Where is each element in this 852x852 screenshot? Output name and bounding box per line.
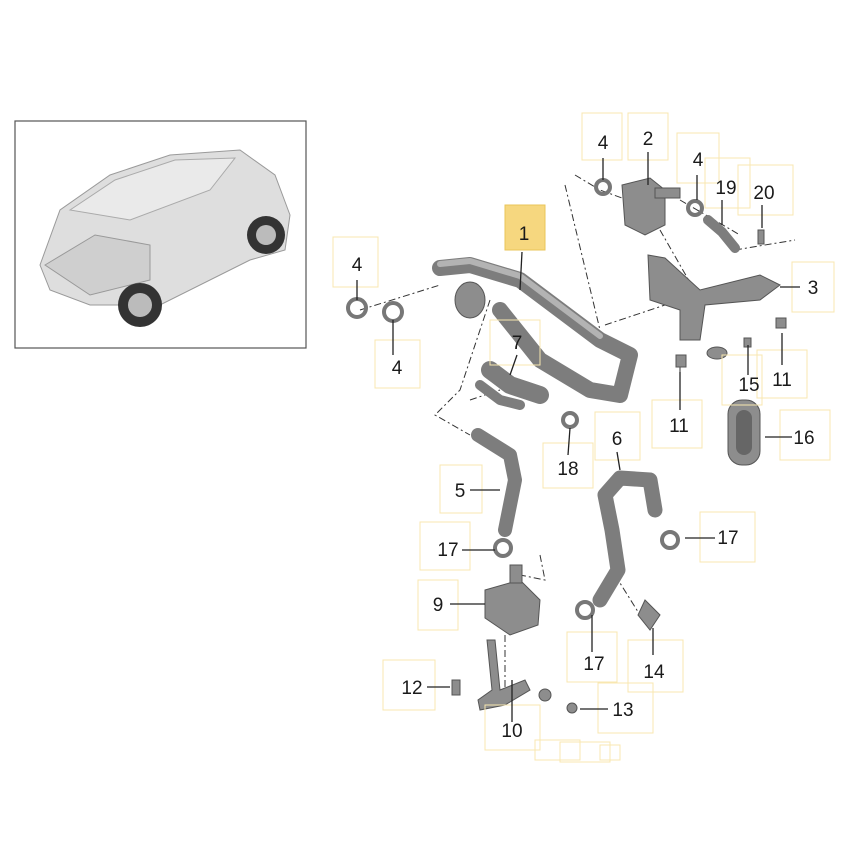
vehicle-inset [14, 120, 307, 349]
callout-number: 13 [612, 700, 633, 721]
callout-10[interactable]: 10 [484, 680, 541, 751]
callout-number: 6 [612, 429, 623, 450]
callout-box [594, 411, 641, 461]
callout-4[interactable]: 4 [332, 236, 379, 300]
callout-box [542, 442, 594, 489]
callout-box [332, 236, 379, 288]
callout-4[interactable]: 4 [581, 112, 623, 180]
callout-number: 14 [643, 662, 665, 683]
callout-number: 4 [352, 255, 363, 276]
callout-3[interactable]: 3 [780, 261, 835, 313]
callout-12[interactable]: 12 [382, 659, 450, 711]
callout-box [721, 354, 763, 406]
callout-4[interactable]: 4 [676, 132, 720, 200]
callout-number: 17 [583, 654, 604, 675]
callout-box [382, 659, 436, 711]
callout-1[interactable]: 1 [504, 204, 546, 291]
callout-number: 15 [738, 375, 759, 396]
callout-number: 11 [772, 370, 792, 391]
empty-callout-box [559, 741, 611, 763]
callout-15[interactable]: 15 [721, 345, 763, 406]
callout-5[interactable]: 5 [439, 464, 500, 514]
callout-number: 16 [793, 428, 814, 449]
callout-number: 17 [437, 540, 458, 561]
callout-number: 4 [392, 358, 403, 379]
callout-7[interactable]: 7 [489, 319, 541, 376]
callout-box [489, 319, 541, 366]
callout-box [597, 682, 654, 734]
callout-box [737, 164, 794, 216]
callout-box [779, 409, 831, 461]
callout-13[interactable]: 13 [580, 682, 654, 734]
callout-box [704, 157, 751, 209]
leader-line [567, 427, 571, 456]
callout-box [699, 511, 756, 563]
callout-number: 20 [753, 183, 774, 204]
callout-4[interactable]: 4 [374, 320, 421, 389]
callout-box [504, 204, 546, 251]
empty-callout-box [599, 744, 621, 761]
callout-number: 9 [433, 595, 444, 616]
callout-number: 2 [643, 129, 654, 150]
callout-19[interactable]: 19 [704, 157, 751, 225]
part-shapes [346, 177, 787, 714]
callout-box [627, 639, 684, 693]
callout-box [374, 339, 421, 389]
callout-20[interactable]: 20 [737, 164, 794, 228]
callout-number: 12 [401, 678, 422, 699]
callout-18[interactable]: 18 [542, 427, 594, 489]
empty-callout-box [534, 739, 581, 761]
callout-number: 1 [519, 224, 530, 245]
leader-line [519, 251, 523, 291]
callout-number: 5 [455, 481, 466, 502]
callout-box [417, 579, 459, 631]
callout-box [419, 521, 471, 571]
callout-11[interactable]: 11 [756, 333, 808, 399]
car-overview-icon [39, 149, 291, 327]
callout-2[interactable]: 2 [627, 112, 669, 185]
callout-number: 18 [557, 459, 578, 480]
callout-number: 7 [512, 333, 523, 354]
callout-16[interactable]: 16 [765, 409, 831, 461]
callout-17[interactable]: 17 [566, 615, 618, 683]
callout-number: 10 [501, 721, 522, 742]
callout-number: 4 [693, 150, 704, 171]
leader-line [509, 354, 518, 376]
callout-9[interactable]: 9 [417, 579, 485, 631]
callout-box [651, 399, 703, 449]
callout-17[interactable]: 17 [685, 511, 756, 563]
callout-box [581, 112, 623, 161]
callout-11[interactable]: 11 [651, 372, 703, 449]
leader-line [616, 451, 621, 471]
callout-number: 11 [669, 416, 689, 437]
callout-14[interactable]: 14 [627, 628, 684, 693]
callout-number: 17 [717, 528, 738, 549]
callout-number: 19 [715, 178, 736, 199]
callout-box [439, 464, 483, 514]
callout-number: 3 [808, 278, 819, 299]
callout-6[interactable]: 6 [594, 411, 641, 471]
callout-17[interactable]: 17 [419, 521, 495, 571]
callout-number: 4 [598, 133, 609, 154]
